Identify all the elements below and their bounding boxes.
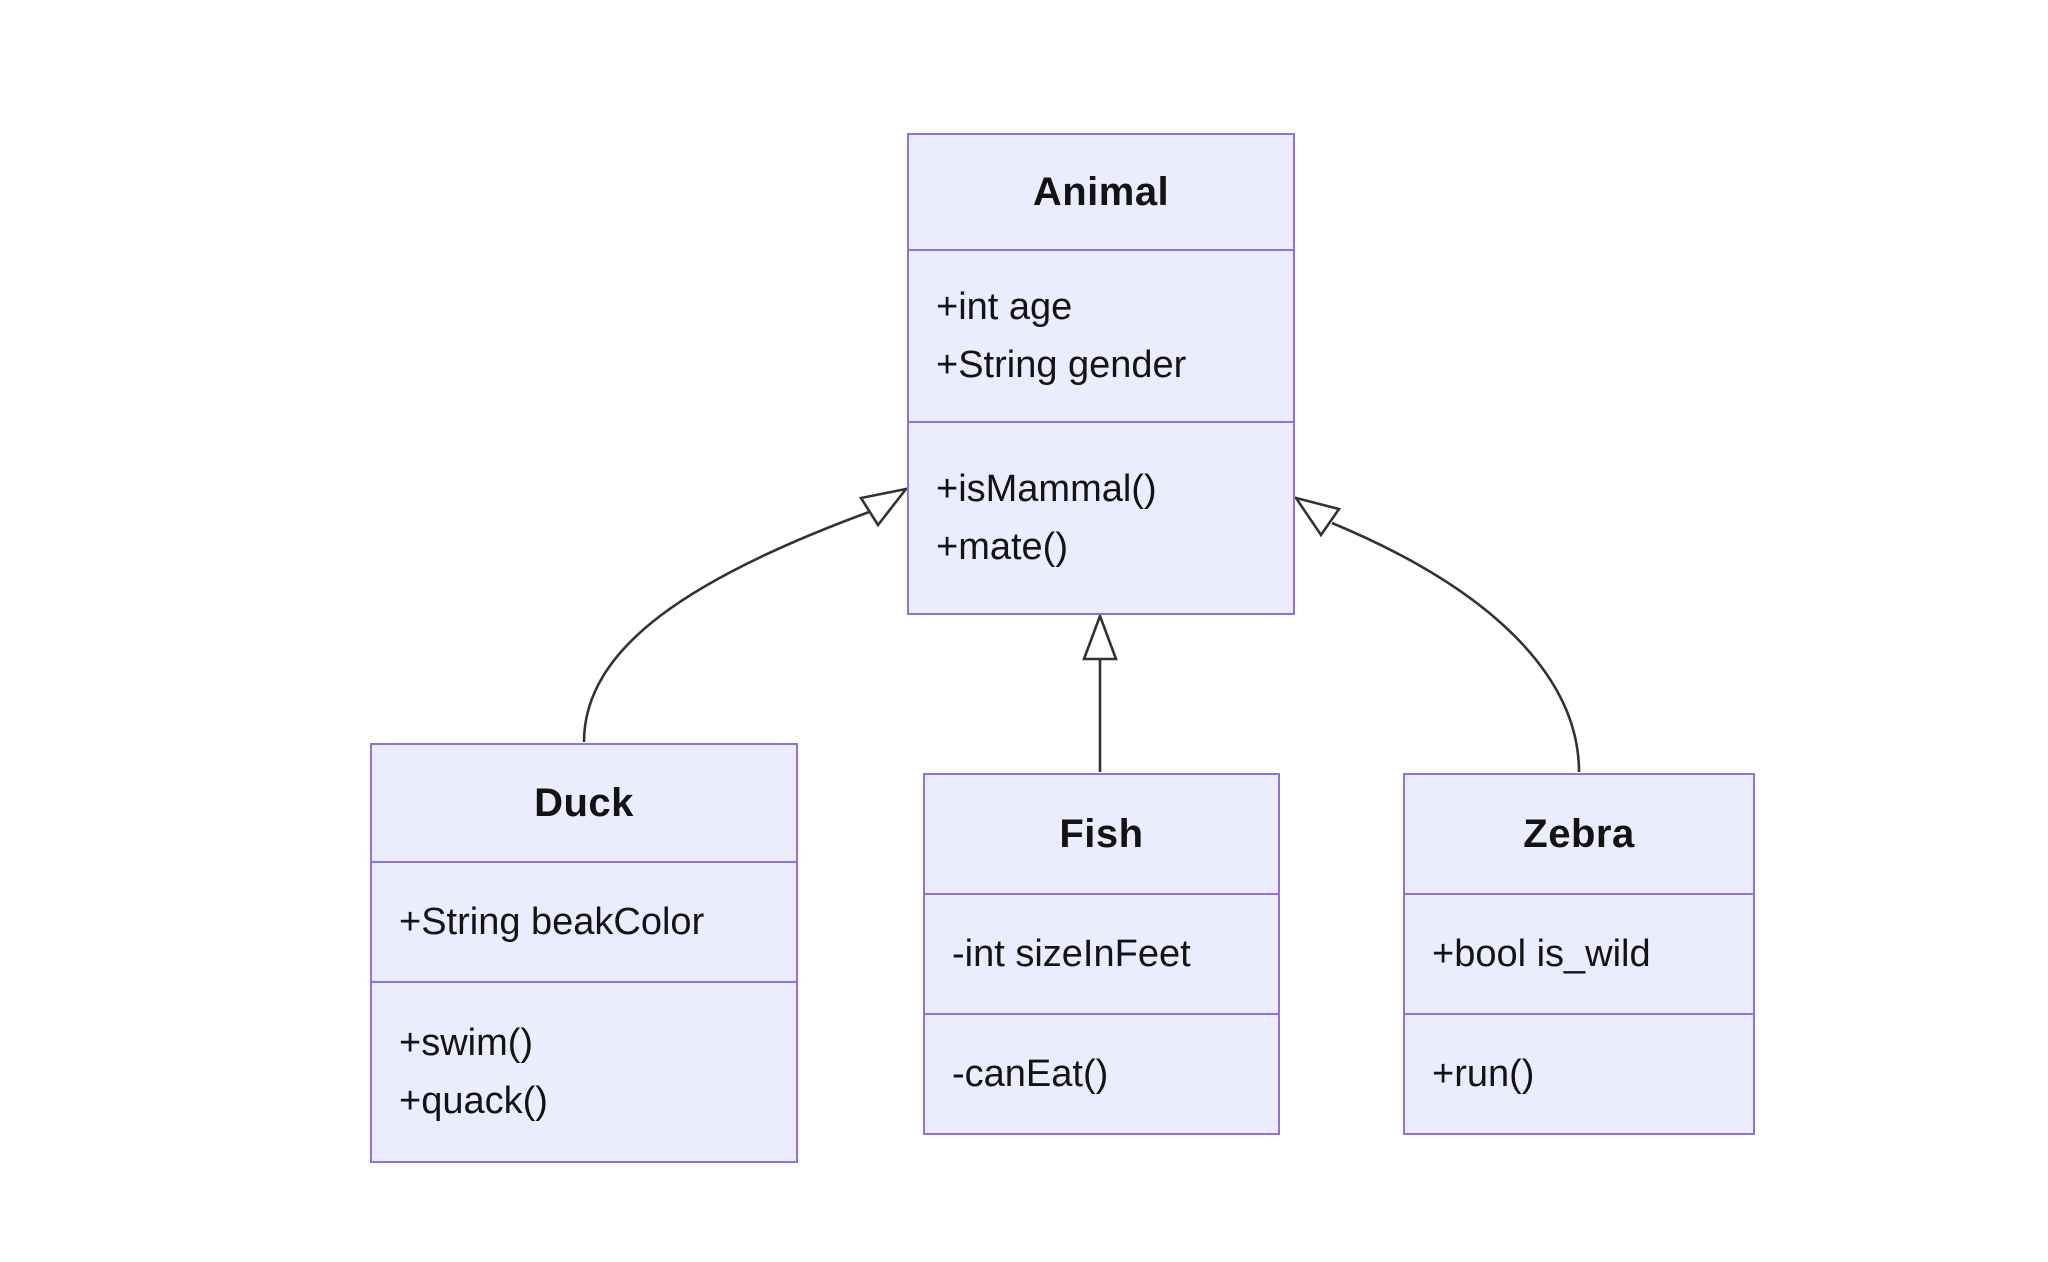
attribute: +bool is_wild xyxy=(1432,933,1651,975)
class-title-zebra: Zebra xyxy=(1523,811,1635,856)
class-box-animal: Animal +int age +String gender +isMammal… xyxy=(907,133,1295,615)
method: +isMammal() xyxy=(936,468,1157,510)
method: +swim() xyxy=(399,1022,534,1064)
class-box-fish: Fish -int sizeInFeet -canEat() xyxy=(923,773,1280,1135)
inheritance-arrowhead-duck-icon xyxy=(858,487,910,528)
method: -canEat() xyxy=(952,1053,1109,1095)
class-box-zebra: Zebra +bool is_wild +run() xyxy=(1403,773,1755,1135)
class-title-animal: Animal xyxy=(1032,169,1170,214)
class-attributes-fish: -int sizeInFeet xyxy=(925,893,1278,1013)
edge-duck-to-animal xyxy=(582,510,870,743)
attribute: +String gender xyxy=(936,344,1187,386)
class-methods-animal: +isMammal() +mate() xyxy=(909,421,1293,613)
class-methods-fish: -canEat() xyxy=(925,1013,1278,1133)
edge-zebra-to-animal xyxy=(1331,521,1581,773)
method: +quack() xyxy=(399,1080,548,1122)
class-attributes-duck: +String beakColor xyxy=(372,861,796,981)
inheritance-arrowhead-fish-icon xyxy=(1082,612,1118,661)
class-attributes-zebra: +bool is_wild xyxy=(1405,893,1753,1013)
method: +mate() xyxy=(936,526,1068,568)
class-title-fish: Fish xyxy=(1059,811,1144,856)
inheritance-arrowhead-zebra-icon xyxy=(1293,495,1342,538)
class-box-duck: Duck +String beakColor +swim() +quack() xyxy=(370,743,798,1163)
method: +run() xyxy=(1432,1053,1535,1095)
class-methods-duck: +swim() +quack() xyxy=(372,981,796,1161)
class-title-duck: Duck xyxy=(534,780,634,825)
class-methods-zebra: +run() xyxy=(1405,1013,1753,1133)
attribute: -int sizeInFeet xyxy=(952,933,1191,975)
attribute: +int age xyxy=(936,286,1073,328)
attribute: +String beakColor xyxy=(399,901,705,943)
class-attributes-animal: +int age +String gender xyxy=(909,249,1293,421)
